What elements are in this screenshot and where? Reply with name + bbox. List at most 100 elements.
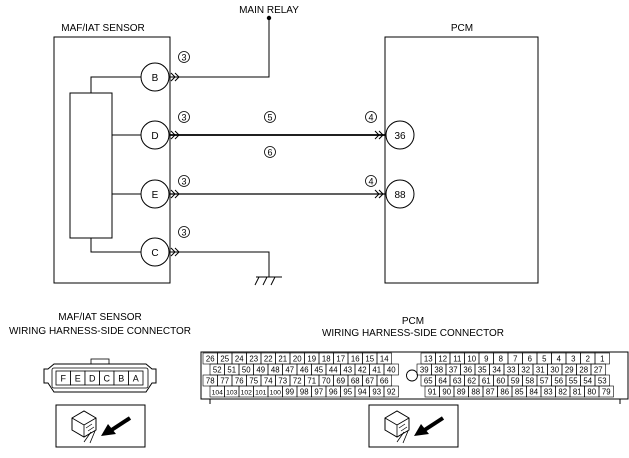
chevron-e-icon: [170, 189, 180, 199]
pcm-pin-label: 22: [264, 355, 273, 364]
pcm-pin-label: 67: [365, 377, 374, 386]
pcm-pin-label: 87: [486, 388, 495, 397]
pcm-pin-label: 90: [442, 388, 451, 397]
internal-wire-b: [90, 76, 141, 93]
pcm-pin-label: 79: [602, 388, 611, 397]
pcm-pin-label: 91: [428, 388, 437, 397]
pcm-connector-view-icon: [368, 404, 459, 448]
marker-b-left: 3: [178, 51, 190, 63]
pcm-pin-label: 13: [424, 355, 433, 364]
maf-pin-label: D: [89, 374, 96, 384]
pcm-pin-label: 84: [529, 388, 538, 397]
terminal-e-label: E: [152, 190, 159, 201]
maf-connector-view-icon: [55, 404, 146, 448]
sensor-element: [69, 92, 113, 239]
pcm-pin-label: 64: [438, 377, 447, 386]
pcm-pin-label: 6: [528, 355, 532, 364]
pcm-pin-label: 57: [540, 377, 549, 386]
terminal-b: B: [140, 62, 170, 92]
pcm-pin-label: 47: [285, 366, 294, 375]
pcm-pin-label: 17: [336, 355, 345, 364]
pcm-terminal-88-label: 88: [394, 190, 406, 201]
pcm-pin-label: 81: [573, 388, 582, 397]
pcm-pin-label: 52: [213, 366, 222, 375]
maf-sensor-label: MAF/IAT SENSOR: [61, 23, 145, 34]
marker-d-mid-bottom: 6: [264, 146, 276, 158]
pcm-pin-label: 59: [511, 377, 520, 386]
marker-e-right: 4: [365, 175, 377, 187]
chevron-36-icon: [374, 130, 384, 140]
pcm-pin-label: 95: [343, 388, 352, 397]
pcm-pin-label: 100: [270, 390, 282, 397]
ground-symbol: [254, 276, 282, 286]
pcm-pin-label: 19: [307, 355, 316, 364]
pcm-pin-cell: [598, 385, 614, 398]
pcm-pin-label: 15: [365, 355, 374, 364]
pcm-pin-label: 86: [500, 388, 509, 397]
pcm-pin-label: 63: [453, 377, 462, 386]
terminal-e: E: [140, 179, 170, 209]
pcm-pin-label: 75: [249, 377, 258, 386]
pcm-pin-label: 93: [372, 388, 381, 397]
svg-text:3: 3: [181, 177, 186, 187]
pcm-pin-label: 36: [463, 366, 472, 375]
maf-sensor-box: [53, 36, 171, 284]
terminal-d: D: [140, 120, 170, 150]
pcm-pin-label: 33: [507, 366, 516, 375]
pcm-pin-label: 8: [499, 355, 503, 364]
pcm-pin-label: 9: [484, 355, 488, 364]
pcm-pin-label: 5: [542, 355, 547, 364]
pcm-pin-label: 20: [293, 355, 302, 364]
main-relay-label: MAIN RELAY: [239, 5, 299, 16]
pcm-pin-label: 27: [594, 366, 603, 375]
pcm-pin-label: 94: [358, 388, 367, 397]
pcm-pin-label: 39: [420, 366, 429, 375]
chevron-c-icon: [170, 247, 180, 257]
pcm-pin-label: 102: [241, 390, 253, 397]
pcm-terminal-36: 36: [385, 120, 415, 150]
pcm-pin-label: 104: [212, 390, 224, 397]
maf-pin-label: A: [133, 374, 139, 384]
svg-text:6: 6: [267, 148, 272, 158]
maf-pin-label: E: [75, 374, 81, 384]
pcm-pin-label: 1: [600, 355, 604, 364]
chevron-88-icon: [374, 189, 384, 199]
svg-text:5: 5: [267, 113, 272, 123]
pcm-pin-label: 82: [558, 388, 567, 397]
terminal-b-label: B: [152, 73, 159, 84]
pcm-pin-label: 28: [579, 366, 588, 375]
pcm-pin-label: 44: [329, 366, 338, 375]
pcm-pin-label: 24: [235, 355, 244, 364]
pcm-pin-label: 74: [264, 377, 273, 386]
maf-pin-label: F: [61, 374, 67, 384]
terminal-c-label: C: [151, 248, 158, 259]
maf-pin-label: C: [104, 374, 111, 384]
pcm-pin-label: 98: [300, 388, 309, 397]
chevron-b-icon: [170, 72, 180, 82]
marker-d-right: 4: [365, 111, 377, 123]
pcm-pin-label: 80: [587, 388, 596, 397]
chevron-d-icon: [170, 130, 180, 140]
pcm-pin-label: 66: [380, 377, 389, 386]
pcm-terminal-88: 88: [385, 179, 415, 209]
pcm-pin-label: 32: [521, 366, 530, 375]
pcm-pin-label: 2: [586, 355, 590, 364]
pcm-pin-label: 83: [544, 388, 553, 397]
pcm-box: [384, 36, 539, 284]
pcm-pin-label: 43: [343, 366, 352, 375]
marker-e-left: 3: [178, 175, 190, 187]
pcm-harness-caption-2: WIRING HARNESS-SIDE CONNECTOR: [322, 328, 504, 339]
svg-text:3: 3: [181, 228, 186, 238]
pcm-pin-label: 7: [513, 355, 517, 364]
terminal-c: C: [140, 237, 170, 267]
pcm-pin-label: 101: [255, 390, 267, 397]
pcm-pin-label: 25: [220, 355, 229, 364]
pcm-pin-label: 26: [206, 355, 215, 364]
pcm-pin-label: 58: [525, 377, 534, 386]
pcm-pin-label: 55: [569, 377, 578, 386]
pcm-pin-label: 103: [226, 390, 238, 397]
wire-b-main-relay: [170, 18, 270, 78]
pcm-pin-label: 96: [329, 388, 338, 397]
pcm-pin-label: 78: [206, 377, 215, 386]
maf-harness-caption-1: MAF/IAT SENSOR: [58, 312, 142, 323]
